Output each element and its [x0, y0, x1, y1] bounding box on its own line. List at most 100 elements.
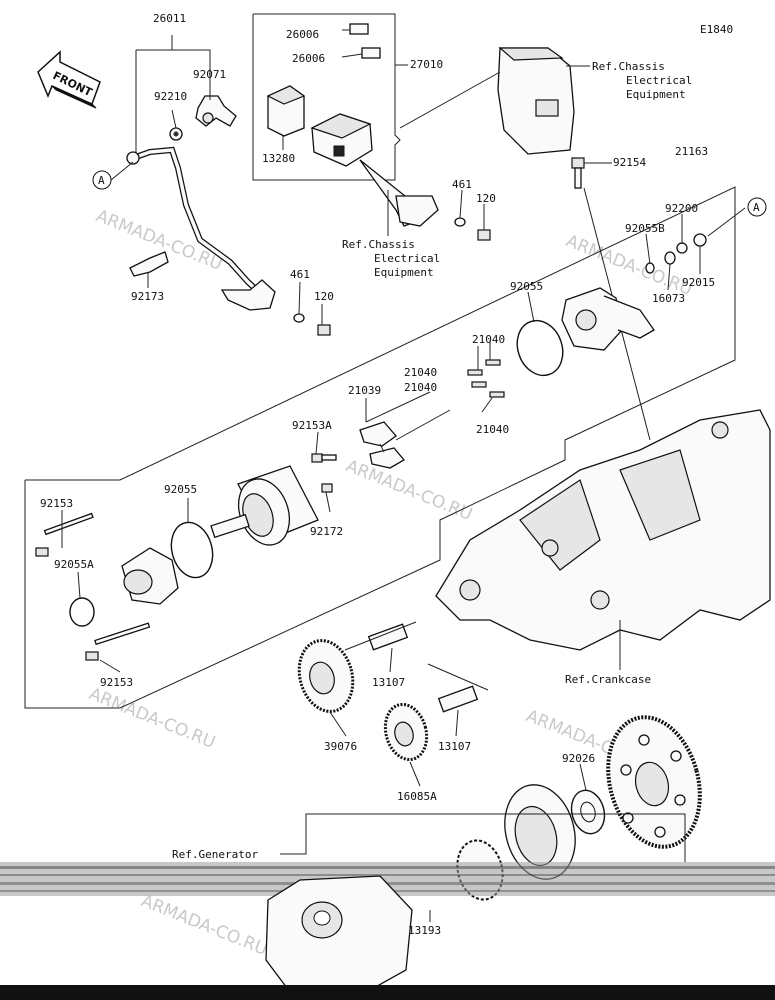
- screw-92172-icon: [321, 483, 333, 493]
- part-label: 120: [476, 192, 496, 205]
- part-label: 26006: [286, 28, 319, 41]
- part-label: 21040: [472, 333, 505, 346]
- marker-a-icon: A: [747, 197, 767, 217]
- bolt-92153-icon: [35, 512, 94, 557]
- brush-plate-21039-icon: [359, 421, 405, 469]
- o-ring-92055-icon: [516, 319, 564, 377]
- fitting-92071-icon: [195, 95, 237, 127]
- o-ring-92055-icon: [170, 521, 214, 579]
- part-label: 92210: [154, 90, 187, 103]
- part-label: 21040: [476, 423, 509, 436]
- leader-lines: [61, 29, 746, 922]
- front-cover-icon: [121, 547, 179, 605]
- ref-crankcase-label: Ref.Crankcase: [565, 673, 651, 686]
- washer-16073-icon: [664, 251, 676, 265]
- ref-chassis-label-1: Ref.Chassis Electrical Equipment: [592, 60, 692, 101]
- bolt-92153-icon: [85, 622, 151, 661]
- part-label: 39076: [324, 740, 357, 753]
- fuse-26006-icon: [349, 23, 381, 59]
- marker-a-icon: A: [92, 170, 112, 190]
- watermark: ARMADA-CO.RU: [138, 891, 270, 960]
- front-arrow-icon: FRONT: [37, 50, 101, 109]
- svg-text:Electrical: Electrical: [374, 252, 440, 265]
- part-label: 21040: [404, 366, 437, 379]
- washer-92026-icon: [570, 789, 606, 835]
- watermark: ARMADA-CO.RU: [343, 456, 475, 525]
- nut-92015-icon: [693, 233, 707, 247]
- part-label: 92173: [131, 290, 164, 303]
- screw-92153a-icon: [311, 453, 337, 463]
- starter-gear-icon: [606, 715, 702, 849]
- part-label: 13193: [408, 924, 441, 937]
- bolt-92154-icon: [571, 157, 585, 189]
- part-label: 92071: [193, 68, 226, 81]
- washer-461-icon: [293, 313, 305, 323]
- part-label: 27010: [410, 58, 443, 71]
- block-13280-icon: [266, 85, 306, 137]
- spring-21040-icon: [467, 359, 505, 398]
- assembly-frame: [24, 186, 736, 709]
- relay-27010-icon: [310, 113, 439, 227]
- svg-text:Ref.Chassis: Ref.Chassis: [592, 60, 665, 73]
- part-label: 21040: [404, 381, 437, 394]
- gear-39076-icon: [297, 639, 355, 713]
- gear-16085a-icon: [383, 702, 429, 762]
- ref-chassis-label-2: Ref.Chassis Electrical Equipment: [342, 238, 440, 279]
- part-label: 92153: [100, 676, 133, 689]
- generator-rotor-icon: [265, 875, 413, 993]
- shaft-13107-icon: [437, 685, 479, 713]
- end-cover-icon: [561, 287, 655, 351]
- ref-generator-label: Ref.Generator: [172, 848, 258, 861]
- part-label: 16073: [652, 292, 685, 305]
- bolt-120-icon: [317, 324, 331, 336]
- watermark: ARMADA-CO.RU: [86, 684, 218, 753]
- part-label: 21039: [348, 384, 381, 397]
- part-label: 26006: [292, 52, 325, 65]
- ring-92055b-icon: [645, 262, 655, 274]
- bottom-edge: [0, 985, 775, 1000]
- part-labels: 26011 92071 92210 92173 26006 26006 2701…: [40, 12, 715, 937]
- part-label: 92154: [613, 156, 646, 169]
- leader: [110, 161, 134, 181]
- washer-461-icon: [454, 217, 466, 227]
- part-label: 92200: [665, 202, 698, 215]
- cable-harness-icon: [126, 146, 276, 311]
- svg-text:Equipment: Equipment: [626, 88, 686, 101]
- part-label: 13107: [438, 740, 471, 753]
- part-label: 461: [452, 178, 472, 191]
- part-label: 92055: [164, 483, 197, 496]
- part-label: 92055: [510, 280, 543, 293]
- marker-a-label: A: [98, 174, 105, 187]
- svg-text:Equipment: Equipment: [374, 266, 434, 279]
- part-label: 92015: [682, 276, 715, 289]
- watermark: ARMADA-CO.RU: [563, 231, 695, 300]
- svg-text:Electrical: Electrical: [626, 74, 692, 87]
- part-label: 461: [290, 268, 310, 281]
- part-label: 92153A: [292, 419, 332, 432]
- crankcase-icon: [435, 409, 771, 651]
- bracket-26011: [136, 49, 211, 92]
- part-label: 13107: [372, 676, 405, 689]
- bolt-120-icon: [477, 229, 491, 241]
- shaft-13107-icon: [367, 623, 409, 651]
- part-label: 92055B: [625, 222, 665, 235]
- part-label: 26011: [153, 12, 186, 25]
- nut-92200-icon: [676, 242, 688, 254]
- relay-bracket: [252, 13, 401, 181]
- marker-a-label: A: [753, 201, 760, 214]
- part-label: 120: [314, 290, 334, 303]
- part-label: 92153: [40, 497, 73, 510]
- part-label: 92055A: [54, 558, 94, 571]
- nut-92210-icon: [169, 127, 183, 141]
- part-label: 92026: [562, 752, 595, 765]
- part-label: 13280: [262, 152, 295, 165]
- starter-motor-icon: [210, 465, 319, 546]
- o-ring-92055a-icon: [69, 597, 95, 627]
- part-label: 16085A: [397, 790, 437, 803]
- svg-text:Ref.Chassis: Ref.Chassis: [342, 238, 415, 251]
- chassis-box-icon: [497, 47, 575, 155]
- diagram-code: E1840: [700, 23, 733, 36]
- part-label: 92172: [310, 525, 343, 538]
